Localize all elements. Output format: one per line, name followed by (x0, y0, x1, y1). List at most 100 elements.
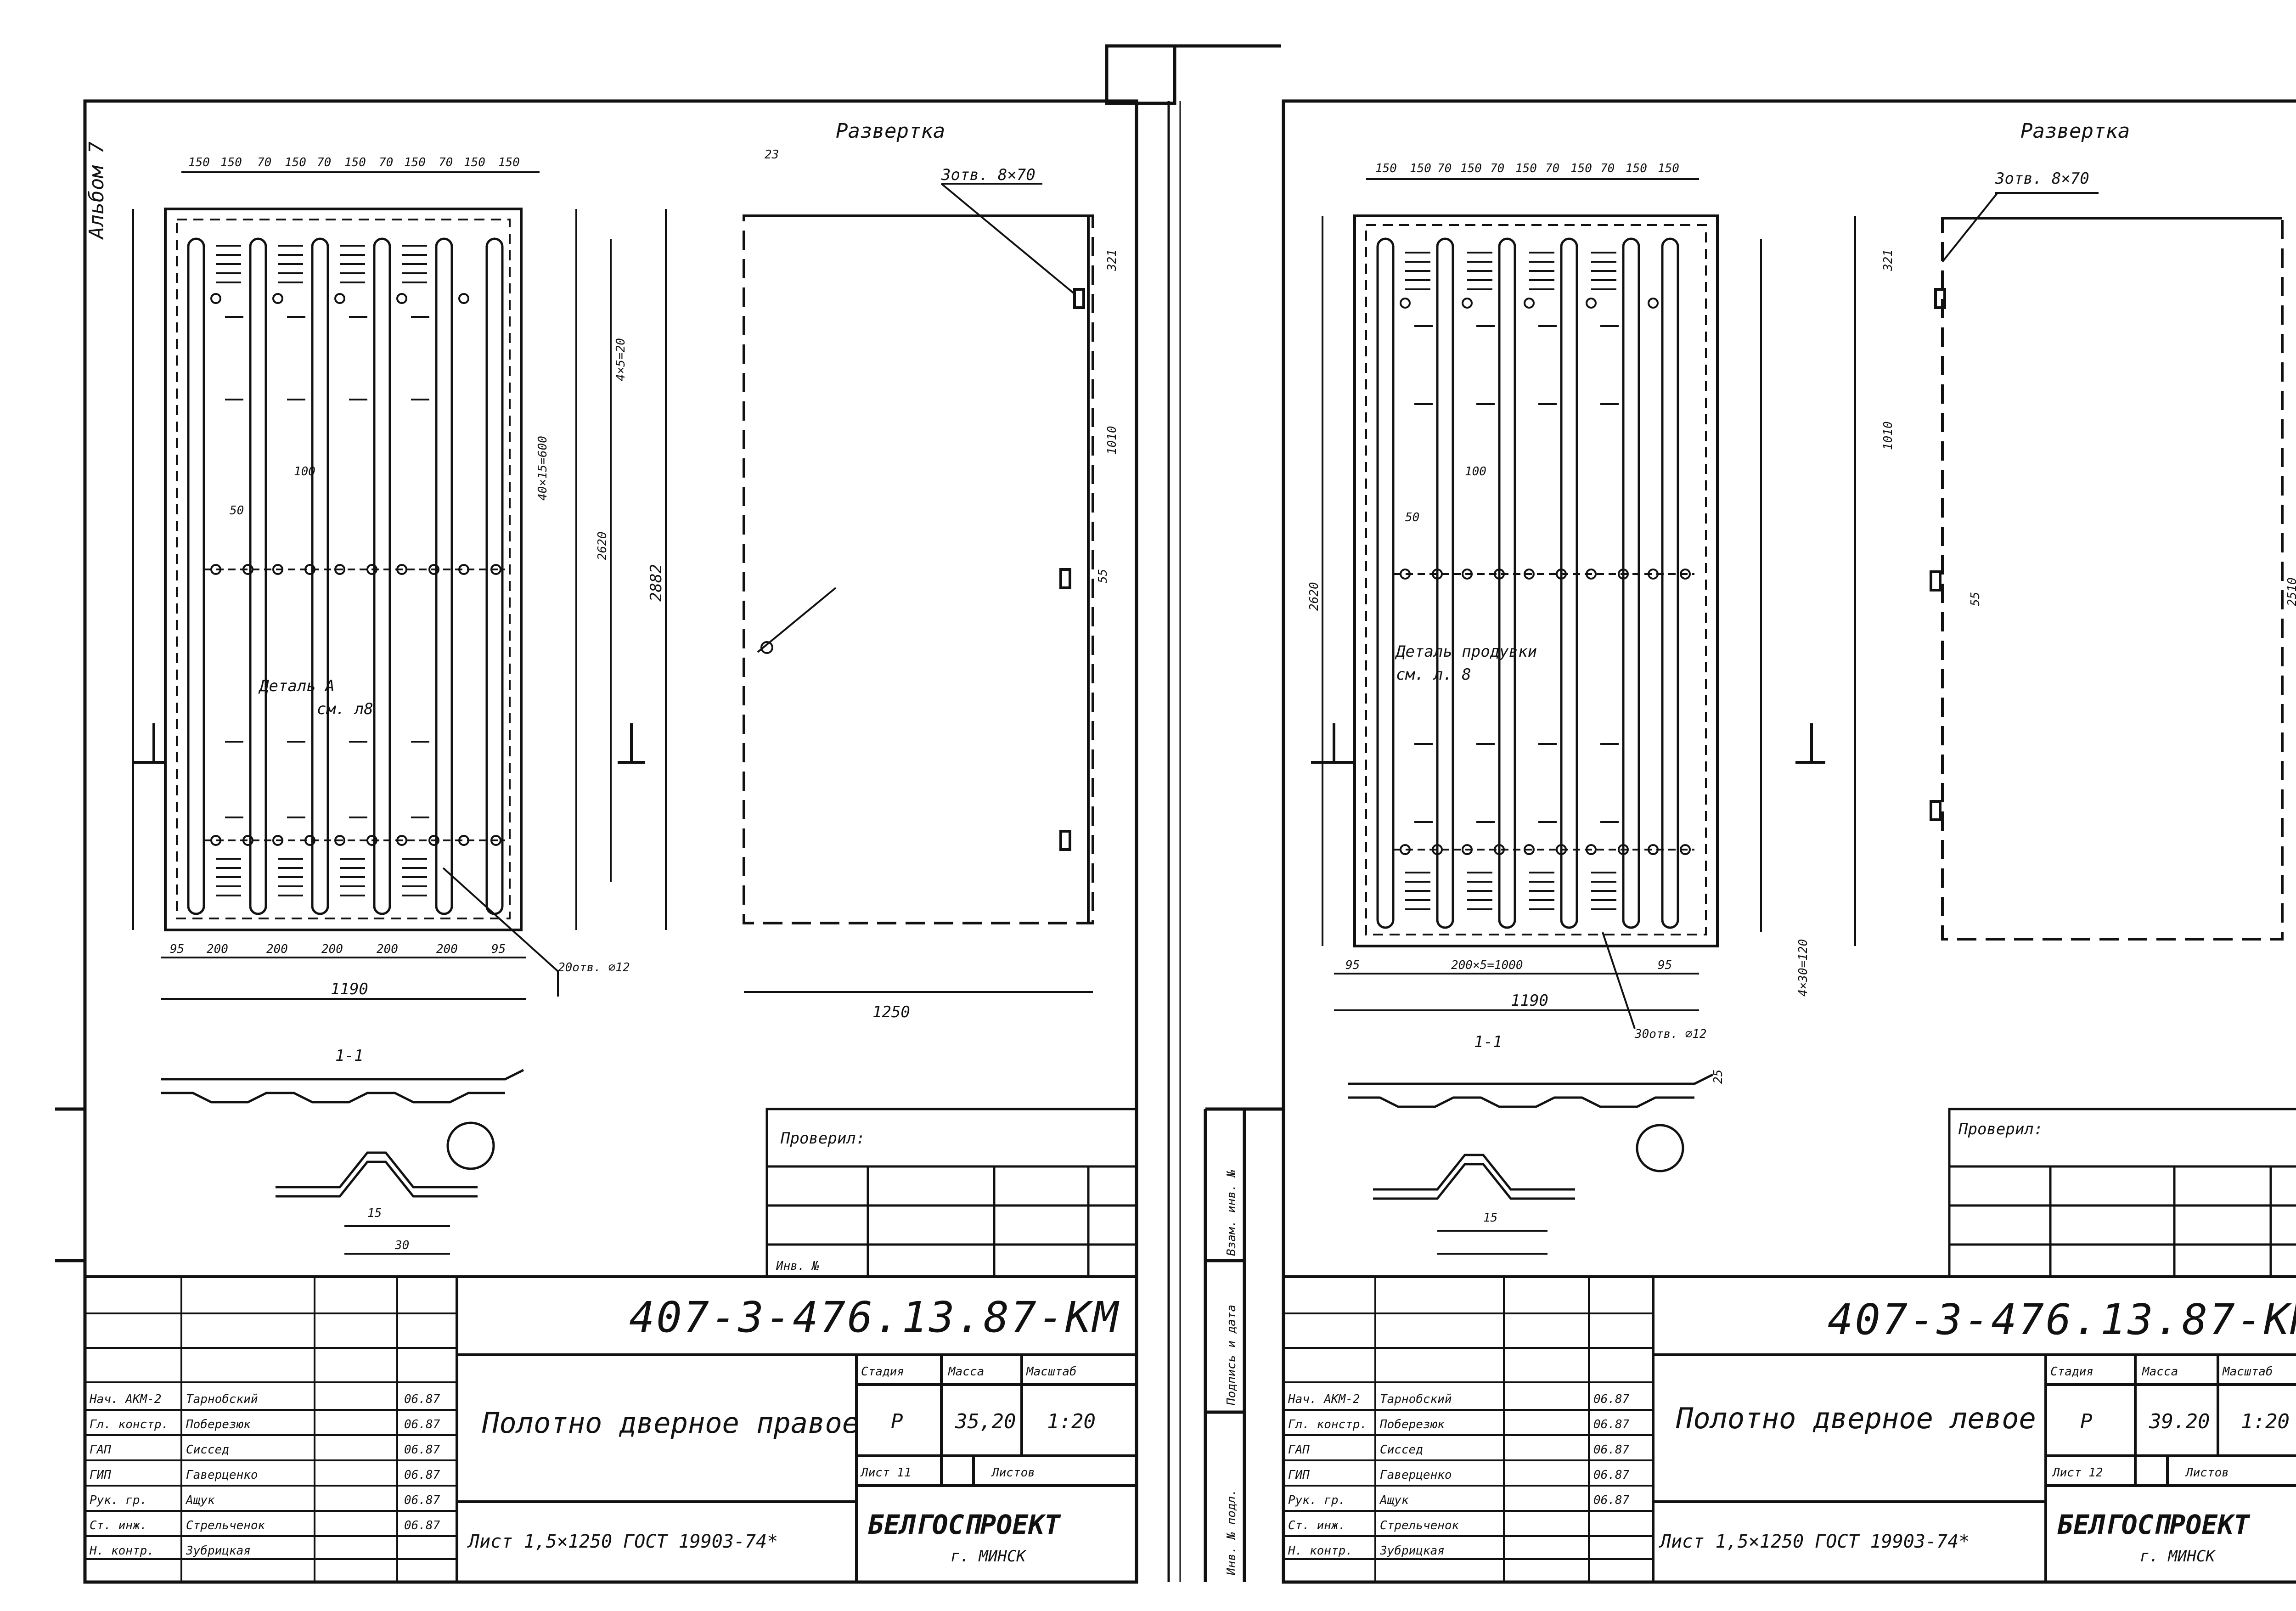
right-role-4: ГИП (1288, 1468, 1310, 1482)
right-razvertka-title: Развертка (2020, 119, 2130, 143)
left-dim-100: 100 (294, 465, 315, 479)
left-holes-bottom: 20отв. ∅12 (558, 961, 630, 974)
right-mass-label: Масса (2142, 1365, 2178, 1379)
right-side-stamp-3: Взам. инв. № (1225, 1170, 1238, 1256)
left-dim-50: 50 (230, 504, 244, 518)
right-revision-label: Проверил: (1958, 1120, 2043, 1138)
left-dim-bottom-3: 200 (266, 942, 288, 956)
left-date-1: 06.87 (404, 1392, 440, 1406)
left-overall-height: 2882 (647, 564, 665, 602)
left-dim-321: 321 (1105, 249, 1119, 271)
right-name-6: Стрельченок (1380, 1519, 1459, 1532)
left-role-3: ГАП (90, 1443, 111, 1457)
right-dim-50: 50 (1405, 511, 1419, 524)
left-sheet-code: 407-3-476.13.87-КМ (629, 1293, 1120, 1342)
right-holes-note: 3отв. 8×70 (1995, 169, 2089, 188)
left-dim-40x15: 40×15=600 (536, 436, 550, 501)
right-name-7: Зубрицкая (1379, 1544, 1445, 1558)
right-scale: 1:20 (2241, 1410, 2290, 1433)
left-date-4: 06.87 (404, 1468, 440, 1482)
left-name-5: Ащук (185, 1493, 215, 1507)
right-development-view (1930, 192, 2284, 941)
right-role-3: ГАП (1288, 1443, 1310, 1457)
left-dim-55: 55 (1096, 569, 1110, 583)
right-dim-top-3: 70 (1437, 162, 1452, 175)
right-dev-height: 2510 (2285, 577, 2296, 606)
left-dim-top-11: 150 (498, 156, 520, 169)
right-date-4: 06.87 (1593, 1468, 1630, 1482)
left-role-1: Нач. АКМ-2 (89, 1392, 162, 1406)
right-name-1: Тарнобский (1380, 1392, 1452, 1406)
album-label: Альбом 7 (85, 141, 108, 240)
right-dim-top-2: 150 (1410, 162, 1431, 175)
right-section-1-1 (1348, 1073, 1714, 1255)
left-org: БЕЛГОСПРОЕКТ (868, 1509, 1061, 1540)
right-dim-top-4: 150 (1460, 162, 1482, 175)
left-role-6: Ст. инж. (90, 1519, 147, 1532)
left-sheet-title: Полотно дверное правое (482, 1406, 859, 1440)
right-dim-top-10: 150 (1626, 162, 1647, 175)
left-dim-top-10: 150 (464, 156, 485, 169)
right-dim-top-5: 70 (1490, 162, 1504, 175)
left-dim-23: 23 (765, 148, 779, 162)
left-dim-top-5: 70 (317, 156, 331, 169)
right-side-stamp-1: Инв. № подл. (1225, 1489, 1238, 1576)
left-razvertka-title: Развертка (836, 119, 945, 143)
left-dim-top-1: 150 (188, 156, 210, 169)
right-dim-321: 321 (1881, 249, 1895, 271)
right-dim-1010: 1010 (1881, 421, 1895, 450)
left-dim-top-6: 150 (344, 156, 366, 169)
left-detail-note: Деталь А (258, 677, 335, 695)
right-sheet-title: Полотно дверное левое (1676, 1402, 2036, 1435)
right-mass: 39.20 (2149, 1410, 2210, 1433)
right-dim-top-9: 70 (1600, 162, 1615, 175)
right-dim-bottom-1: 95 (1345, 958, 1360, 972)
right-sheet-frame (1282, 99, 2296, 1584)
right-overall-width: 1190 (1511, 991, 1548, 1010)
left-overall-width: 1190 (331, 980, 368, 998)
left-dim-top-8: 150 (404, 156, 426, 169)
right-sheet-number: Лист 12 (2052, 1466, 2103, 1480)
right-detail-ref: см. л. 8 (1396, 665, 1471, 684)
left-dim-bottom-2: 200 (207, 942, 228, 956)
left-dim-top-4: 150 (285, 156, 306, 169)
right-holes-bottom: 30отв. ∅12 (1634, 1027, 1707, 1041)
left-door-elevation (133, 208, 645, 972)
left-dim-15: 15 (367, 1206, 382, 1220)
right-sheet-code: 407-3-476.13.87-КМ (1828, 1295, 2296, 1344)
right-name-2: Поберезюк (1379, 1418, 1445, 1431)
right-role-1: Нач. АКМ-2 (1288, 1392, 1360, 1406)
left-name-6: Стрельченок (186, 1519, 265, 1532)
left-dim-bottom-4: 200 (321, 942, 343, 956)
left-dim-top-2: 150 (220, 156, 242, 169)
left-role-2: Гл. констр. (90, 1418, 169, 1431)
left-role-4: ГИП (90, 1468, 111, 1482)
right-dim-top-6: 150 (1515, 162, 1537, 175)
right-role-7: Н. контр. (1288, 1544, 1353, 1558)
left-name-7: Зубрицкая (186, 1544, 251, 1558)
right-role-6: Ст. инж. (1288, 1519, 1345, 1532)
right-city: г. МИНСК (2140, 1547, 2216, 1566)
right-side-stamp-2: Подпись и дата (1225, 1305, 1238, 1406)
left-name-2: Поберезюк (186, 1418, 251, 1431)
left-date-5: 06.87 (404, 1493, 440, 1507)
left-dim-bottom-1: 95 (170, 942, 184, 956)
right-role-5: Рук. гр. (1288, 1493, 1345, 1507)
right-name-3: Сиссед (1380, 1443, 1423, 1457)
right-date-1: 06.87 (1593, 1392, 1630, 1406)
left-mass-label: Масса (948, 1365, 984, 1379)
left-dim-1010: 1010 (1105, 426, 1119, 455)
left-stage-label: Стадия (861, 1365, 904, 1379)
right-role-2: Гл. констр. (1288, 1418, 1367, 1431)
right-org: БЕЛГОСПРОЕКТ (2057, 1509, 2251, 1540)
right-detail-note: Деталь продувки (1395, 642, 1537, 661)
left-role-5: Рук. гр. (90, 1493, 147, 1507)
right-dim-100: 100 (1465, 465, 1486, 479)
right-date-5: 06.87 (1593, 1493, 1630, 1507)
right-dim-4x30: 4×30=120 (1796, 939, 1810, 997)
right-door-elevation (1311, 214, 1825, 1029)
right-name-5: Ащук (1379, 1493, 1409, 1507)
right-stage-label: Стадия (2050, 1365, 2093, 1379)
left-inv-label: Инв. № (776, 1259, 819, 1273)
